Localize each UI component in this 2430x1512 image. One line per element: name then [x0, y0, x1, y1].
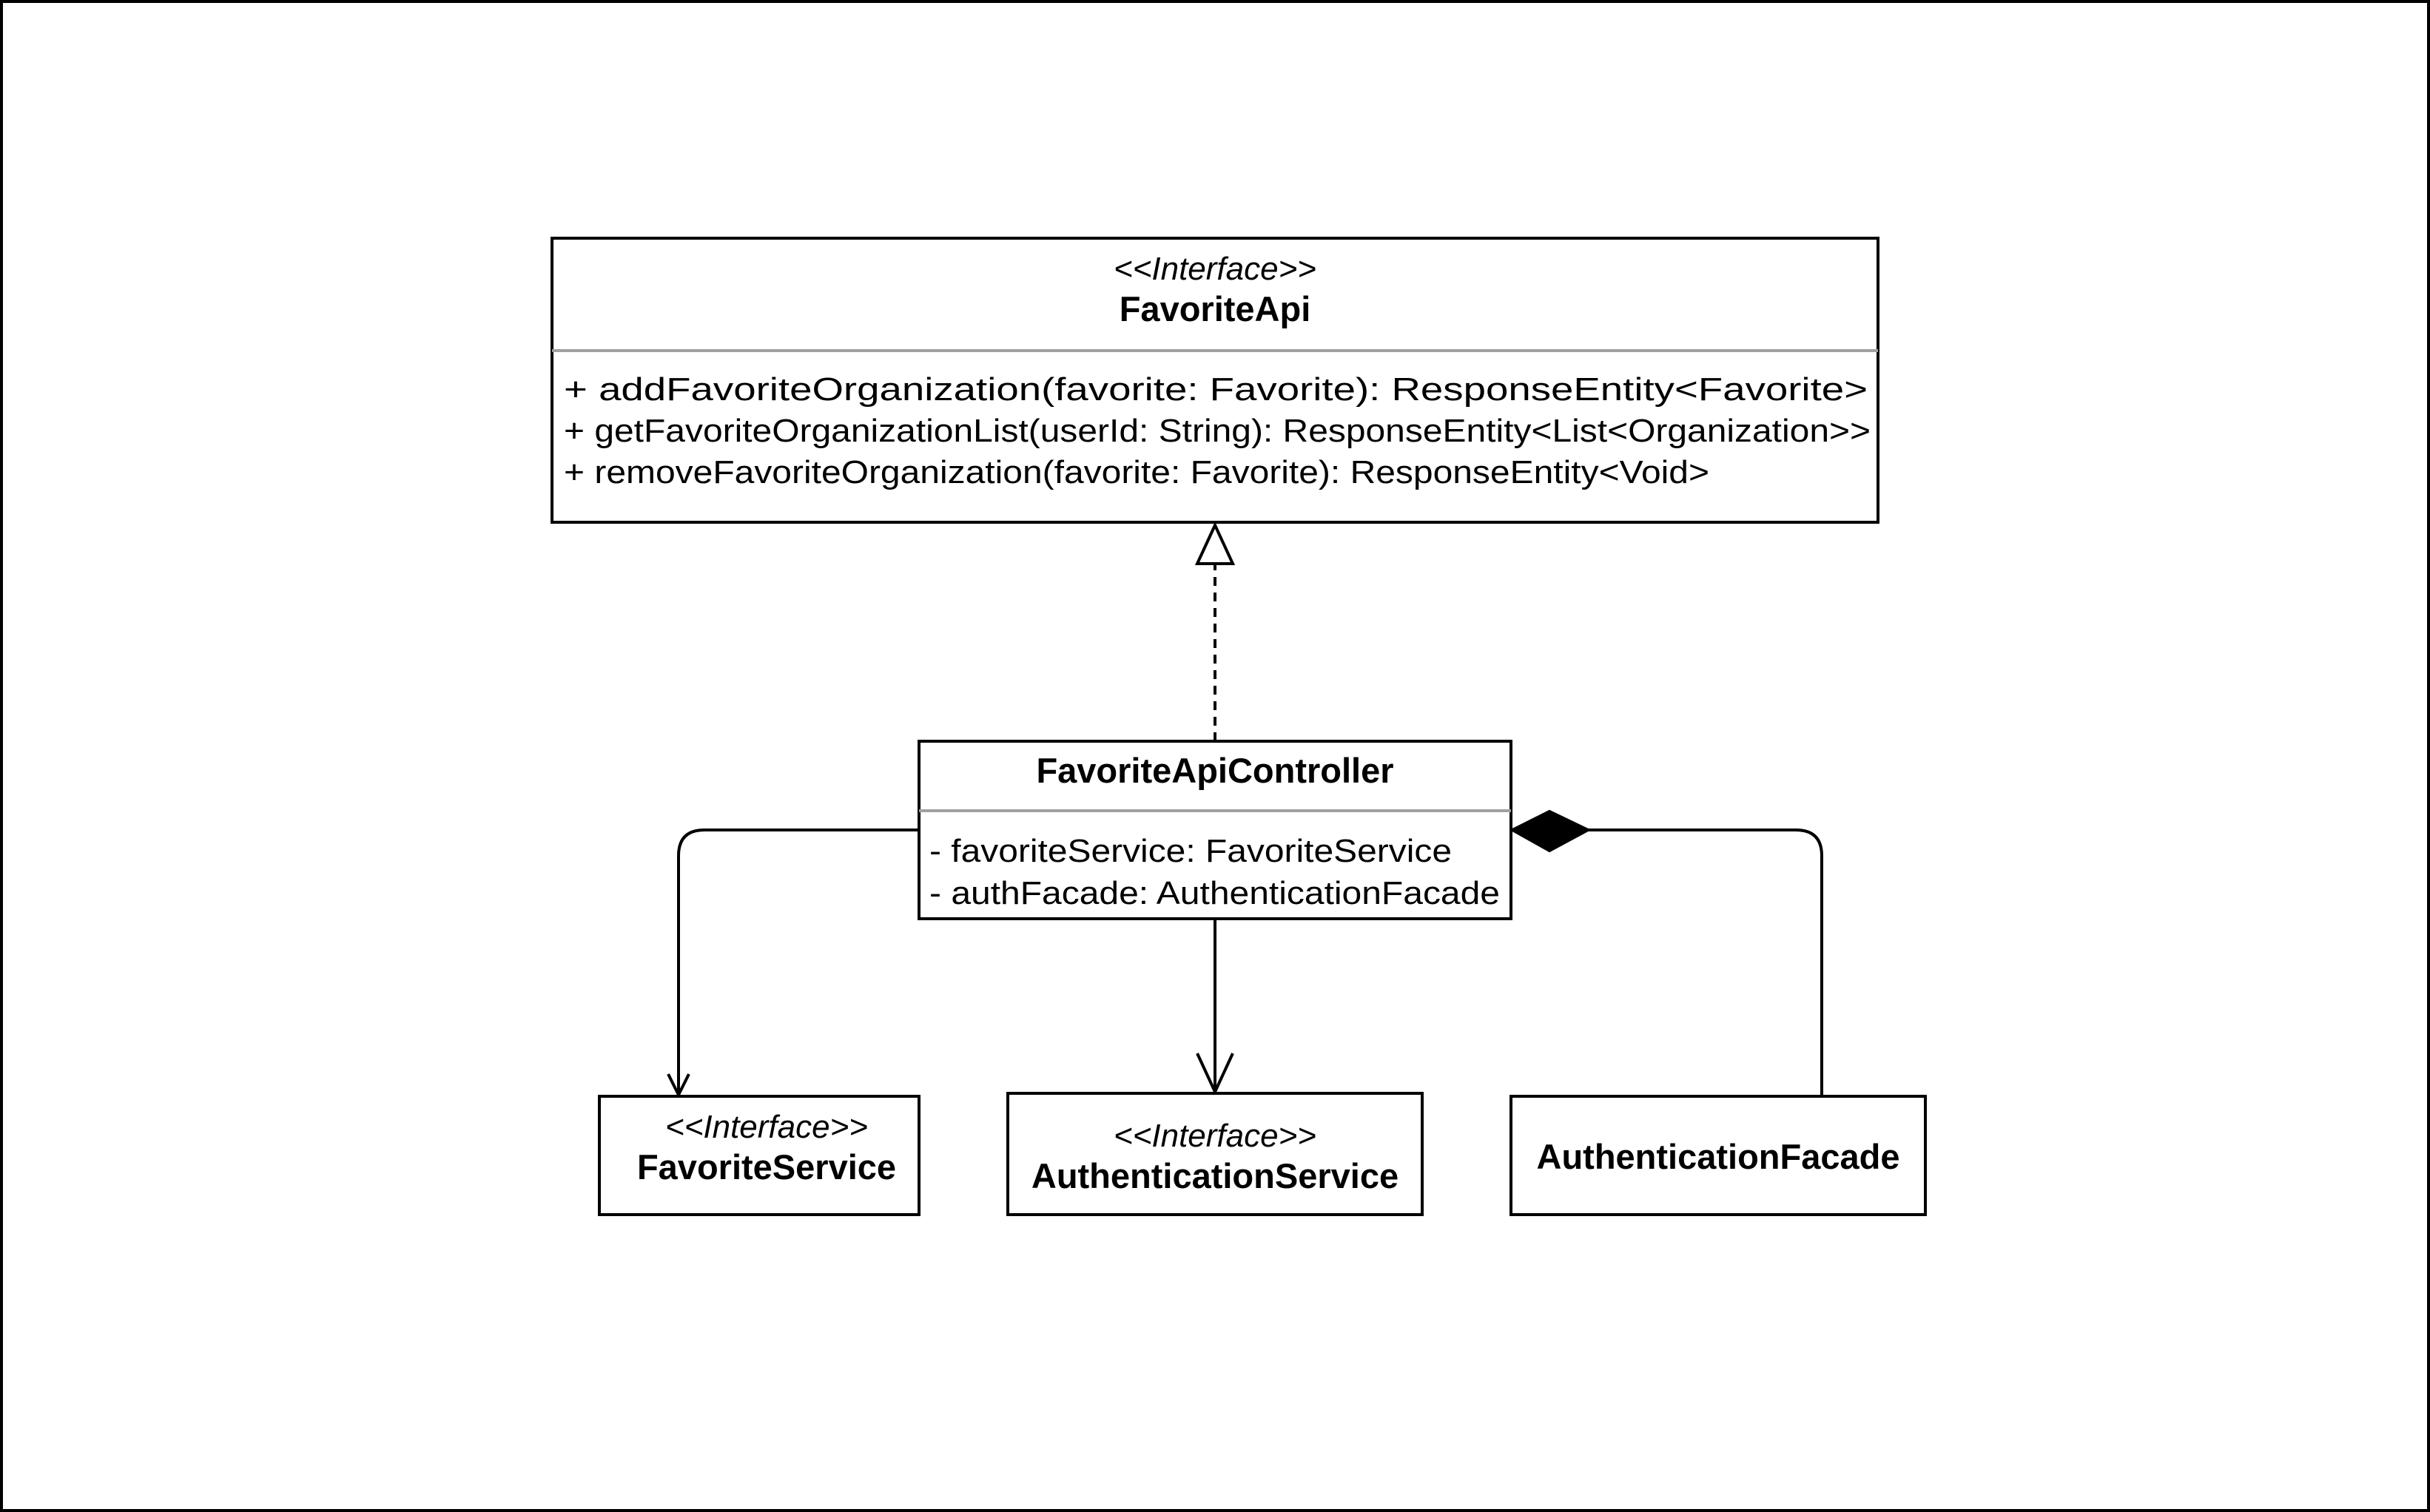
hollow-triangle-arrowhead	[1194, 522, 1236, 565]
class-method: + getFavoriteOrganizationList(userId: St…	[564, 413, 1871, 449]
association-line	[677, 828, 919, 1093]
class-attribute: - authFacade: AuthenticationFacade	[929, 875, 1500, 911]
filled-diamond-head	[1509, 809, 1592, 853]
composition-line	[1588, 828, 1823, 1095]
class-name: FavoriteApi	[1120, 289, 1311, 328]
class-authentication-service[interactable]: <<Interface>> AuthenticationService	[1006, 1092, 1424, 1216]
class-name: FavoriteApiController	[1036, 751, 1393, 790]
class-box	[598, 1095, 920, 1216]
class-box	[1510, 1095, 1927, 1216]
class-attribute: - favoriteService: FavoriteService	[929, 833, 1452, 869]
class-stereotype: <<Interface>>	[665, 1109, 868, 1145]
class-method: + removeFavoriteOrganization(favorite: F…	[564, 454, 1709, 490]
class-method: + addFavoriteOrganization(favorite: Favo…	[564, 371, 1868, 408]
realization-edge	[1194, 522, 1236, 741]
composition-edge	[1509, 809, 1823, 1095]
class-box	[918, 740, 1512, 920]
class-authentication-facade[interactable]: AuthenticationFacade	[1510, 1095, 1927, 1216]
class-name: AuthenticationFacade	[1537, 1137, 1900, 1176]
class-stereotype: <<Interface>>	[1114, 251, 1316, 287]
class-name: AuthenticationService	[1031, 1156, 1399, 1195]
class-favorite-service[interactable]: <<Interface>> FavoriteService	[598, 1095, 920, 1216]
class-favorite-api[interactable]: <<Interface>> FavoriteApi + addFavoriteO…	[551, 237, 1879, 524]
class-name: FavoriteService	[637, 1147, 896, 1187]
class-box	[1006, 1092, 1424, 1216]
class-box	[551, 237, 1879, 524]
class-favorite-api-controller[interactable]: FavoriteApiController - favoriteService:…	[918, 740, 1512, 920]
class-stereotype: <<Interface>>	[1114, 1118, 1316, 1154]
